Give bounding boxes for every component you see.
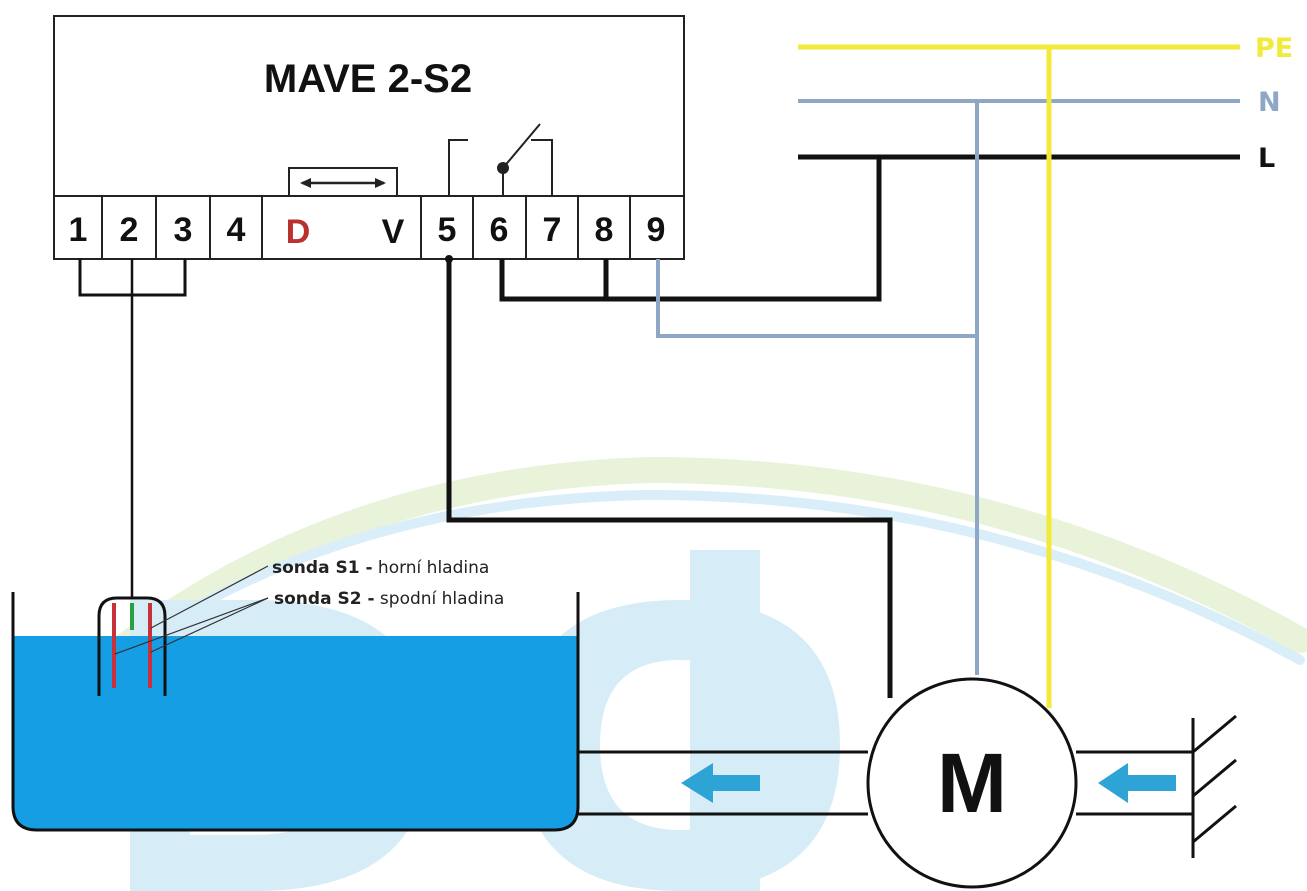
device-title: MAVE 2-S2 [264, 57, 472, 101]
terminal-d: D [286, 213, 311, 251]
probe-s1-name: sonda S1 - [272, 558, 373, 578]
arrow-right-icon [375, 178, 386, 188]
terminal-3: 3 [174, 211, 193, 249]
probe-s2-label: sonda S2 - spodní hladina [274, 589, 504, 609]
l-label: L [1258, 143, 1275, 174]
pe-label: PE [1255, 33, 1293, 64]
power-bus: PE N L [798, 33, 1293, 174]
motor-label: M [937, 736, 1007, 830]
terminal-5-dot [445, 255, 453, 263]
terminal-4: 4 [227, 211, 246, 249]
probe-s1-label: sonda S1 - horní hladina [272, 558, 489, 578]
wiring [78, 47, 1052, 708]
terminal-1: 1 [69, 211, 88, 249]
motor-circle [866, 677, 1078, 889]
terminal-2: 2 [120, 211, 139, 249]
pump-motor: M [866, 677, 1078, 889]
probe-housing [97, 596, 167, 696]
level-probe [97, 565, 269, 696]
n-label: N [1258, 87, 1281, 118]
flow-arrow-left-icon [681, 763, 760, 803]
l-feed-wire [499, 157, 882, 302]
controller-mave: MAVE 2-S2 1 2 3 4 [53, 15, 685, 260]
s2-leader-b [150, 597, 269, 653]
tank-outline [11, 592, 580, 832]
terminal-9: 9 [647, 211, 666, 249]
watermark-letter-stem [690, 550, 760, 891]
ground-hatch [1191, 714, 1237, 858]
s2-leader-a [114, 597, 269, 655]
relay-contact-symbol [448, 123, 553, 196]
pipes [578, 750, 1193, 816]
water-tank [11, 592, 580, 832]
terminal-9-n-wire [656, 259, 977, 338]
probe-s2-name: sonda S2 - [274, 589, 375, 609]
s1-leader [150, 565, 269, 629]
arrow-left-icon [300, 178, 311, 188]
terminal-7: 7 [543, 211, 562, 249]
terminal-6: 6 [490, 211, 509, 249]
probe-s1-desc: horní hladina [373, 558, 490, 578]
terminal-v: V [382, 213, 405, 251]
water-fill [13, 636, 578, 830]
flow-arrow-inlet-icon [1098, 763, 1176, 803]
terminal-5: 5 [438, 211, 457, 249]
terminal-8: 8 [595, 211, 614, 249]
probe-s2-desc: spodní hladina [375, 589, 505, 609]
terminal-5-to-motor-wire [446, 259, 893, 698]
